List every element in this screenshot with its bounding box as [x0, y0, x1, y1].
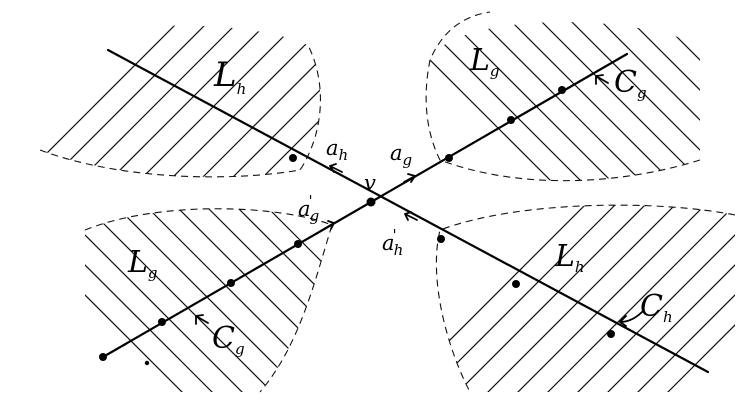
arrow-ah-prime: [404, 211, 418, 221]
stray-dot: [144, 360, 150, 366]
boundary-top-right: [425, 11, 701, 182]
label-edge-ah: ah: [326, 136, 348, 164]
label-edge-ah-prime: a'h: [382, 226, 403, 259]
arrow-ag: [403, 173, 416, 183]
boundary-bottom-left: [84, 208, 333, 393]
arrow-cg-top: [595, 74, 609, 85]
point: [294, 240, 302, 248]
axis-g: [101, 52, 629, 359]
point: [512, 280, 520, 288]
arrow-ah: [329, 163, 343, 173]
boundary-bottom-right: [435, 204, 736, 393]
point: [437, 235, 445, 243]
point: [607, 330, 615, 338]
label-curve-bottom-left: Cg: [212, 321, 245, 358]
axis-points: [99, 86, 615, 366]
point: [227, 279, 235, 287]
label-region-top-right: Lg: [469, 43, 500, 80]
arrow-ch: [619, 311, 643, 327]
axis-h: [106, 48, 710, 374]
label-vertex: v: [364, 171, 376, 195]
point: [289, 154, 297, 162]
point: [99, 353, 107, 361]
label-edge-ag: ag: [390, 141, 412, 169]
region-top-right: [426, 22, 700, 181]
label-region-top-left: Lh: [213, 55, 246, 98]
point: [445, 154, 453, 162]
point: [158, 318, 166, 326]
label-edge-ag-prime: a'g: [298, 192, 319, 225]
point: [507, 116, 515, 124]
arrow-ag-prime: [323, 220, 335, 230]
label-region-bottom-left: Lg: [127, 245, 158, 282]
point: [558, 86, 566, 94]
vertex-dot: [366, 197, 376, 207]
label-region-bottom-right: Lh: [554, 239, 585, 276]
boundary-top-left: [39, 44, 321, 178]
region-bottom-right: [436, 205, 735, 392]
label-curve-top-right: Cg: [614, 65, 647, 102]
label-curve-bottom-right: Ch: [640, 289, 673, 326]
arrow-cg-bottom: [195, 314, 209, 325]
region-bottom-left: [85, 208, 332, 392]
